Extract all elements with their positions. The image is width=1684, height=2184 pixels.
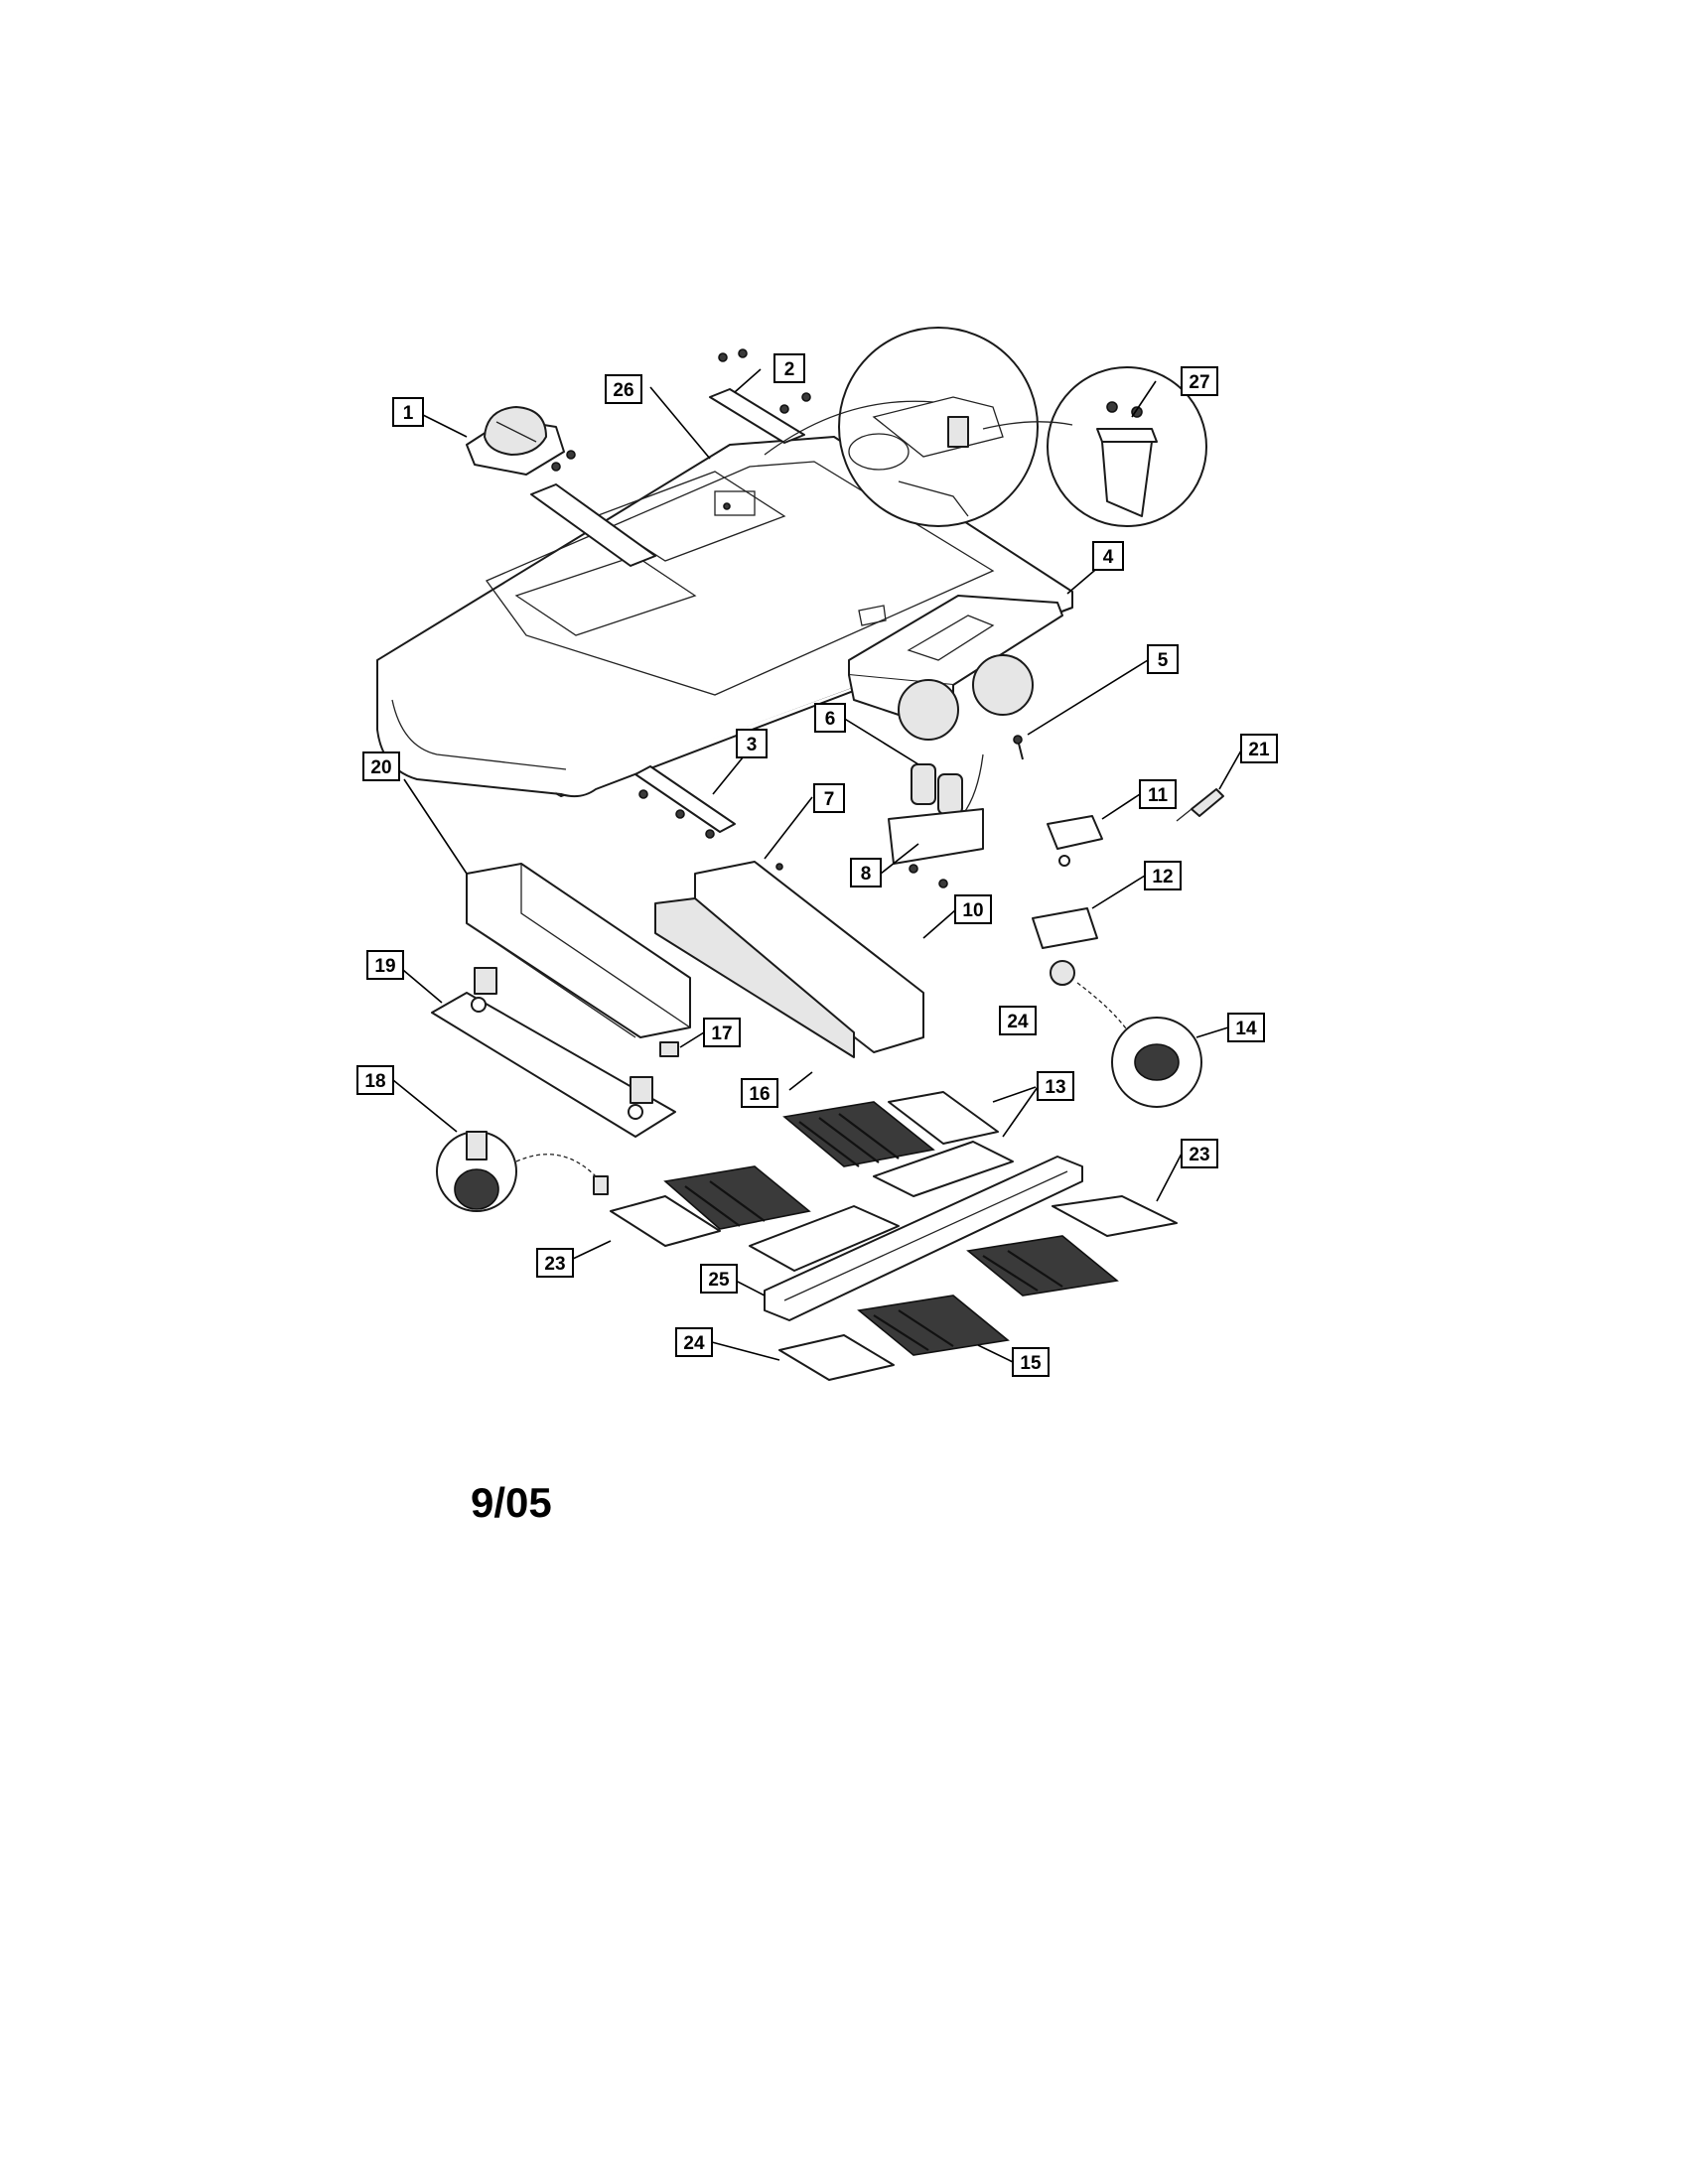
revision-date: 9/05 (471, 1479, 552, 1526)
callout-20: 20 (362, 751, 400, 781)
svg-text:3: 3 (747, 735, 758, 755)
callout-21: 21 (1240, 734, 1278, 763)
callout-19: 19 (366, 950, 404, 980)
svg-text:10: 10 (962, 900, 983, 921)
filter-rail-part (764, 1156, 1083, 1321)
light-bulb-part (436, 1131, 609, 1212)
svg-text:2: 2 (784, 359, 795, 380)
filter-bracket-part (610, 1091, 1178, 1381)
callout-27: 27 (1181, 366, 1218, 396)
callout-1: 1 (392, 397, 424, 427)
svg-text:16: 16 (749, 1084, 770, 1105)
callout-24-upper: 24 (999, 1006, 1037, 1035)
detail-circle-right (1047, 366, 1207, 527)
callout-7: 7 (813, 783, 845, 813)
callout-25: 25 (700, 1264, 738, 1294)
callout-23-right: 23 (1181, 1139, 1218, 1168)
screw-part (1013, 735, 1024, 760)
callout-10: 10 (954, 894, 992, 924)
callout-8: 8 (850, 858, 882, 887)
svg-text:18: 18 (364, 1071, 385, 1092)
top-bracket-part (709, 348, 811, 444)
svg-text:12: 12 (1152, 867, 1173, 887)
detail-arrow-1 (764, 400, 934, 456)
grease-filter-part (663, 1101, 1119, 1356)
svg-text:24: 24 (683, 1333, 705, 1354)
svg-text:4: 4 (1103, 547, 1114, 568)
callout-14: 14 (1227, 1013, 1265, 1042)
svg-text:26: 26 (613, 380, 633, 401)
power-cord-part (1176, 788, 1224, 822)
callout-24-lower: 24 (675, 1327, 713, 1357)
callout-3: 3 (736, 729, 768, 758)
filter-frame-part (749, 1141, 1014, 1272)
capacitor-part (911, 753, 984, 815)
callout-11: 11 (1139, 779, 1177, 809)
svg-text:13: 13 (1045, 1077, 1065, 1098)
svg-text:6: 6 (825, 709, 836, 730)
svg-text:8: 8 (861, 864, 872, 885)
detail-arrow-2 (982, 421, 1073, 430)
capacitor-bracket-part (888, 808, 984, 888)
svg-text:14: 14 (1235, 1019, 1257, 1039)
small-bracket-part (634, 765, 736, 839)
callout-23-left: 23 (536, 1248, 574, 1278)
svg-text:15: 15 (1020, 1353, 1042, 1374)
svg-text:21: 21 (1248, 740, 1270, 760)
svg-text:17: 17 (711, 1024, 732, 1044)
callout-4: 4 (1092, 541, 1124, 571)
svg-text:24: 24 (1007, 1012, 1029, 1032)
callout-17: 17 (703, 1018, 741, 1047)
callout-5: 5 (1147, 644, 1179, 674)
control-housing-part (654, 861, 924, 1058)
light-panel-part (431, 967, 676, 1138)
callout-18: 18 (356, 1065, 394, 1095)
mounting-bracket-part (530, 450, 731, 567)
light-housing-part (466, 863, 691, 1038)
svg-text:11: 11 (1148, 785, 1169, 806)
callout-13: 13 (1037, 1071, 1074, 1101)
socket-part (659, 1041, 679, 1057)
callout-16: 16 (741, 1078, 778, 1108)
svg-text:23: 23 (544, 1254, 565, 1275)
svg-text:1: 1 (403, 403, 414, 424)
switch-part (1047, 815, 1103, 867)
callout-12: 12 (1144, 861, 1182, 890)
callout-2: 2 (773, 353, 805, 383)
callout-26: 26 (605, 374, 642, 404)
detail-circle-left (838, 327, 1039, 527)
callout-15: 15 (1012, 1347, 1050, 1377)
blower-assembly-part (848, 595, 1063, 741)
svg-text:19: 19 (374, 956, 395, 977)
control-knob-part (1111, 1017, 1202, 1108)
svg-text:7: 7 (824, 789, 835, 810)
fan-switch-part (1032, 907, 1133, 1038)
svg-text:25: 25 (708, 1270, 730, 1291)
svg-text:27: 27 (1189, 372, 1209, 393)
svg-text:20: 20 (370, 757, 391, 778)
svg-text:23: 23 (1189, 1145, 1209, 1165)
svg-text:5: 5 (1158, 650, 1169, 671)
callout-6: 6 (814, 703, 846, 733)
damper-part (466, 406, 565, 476)
